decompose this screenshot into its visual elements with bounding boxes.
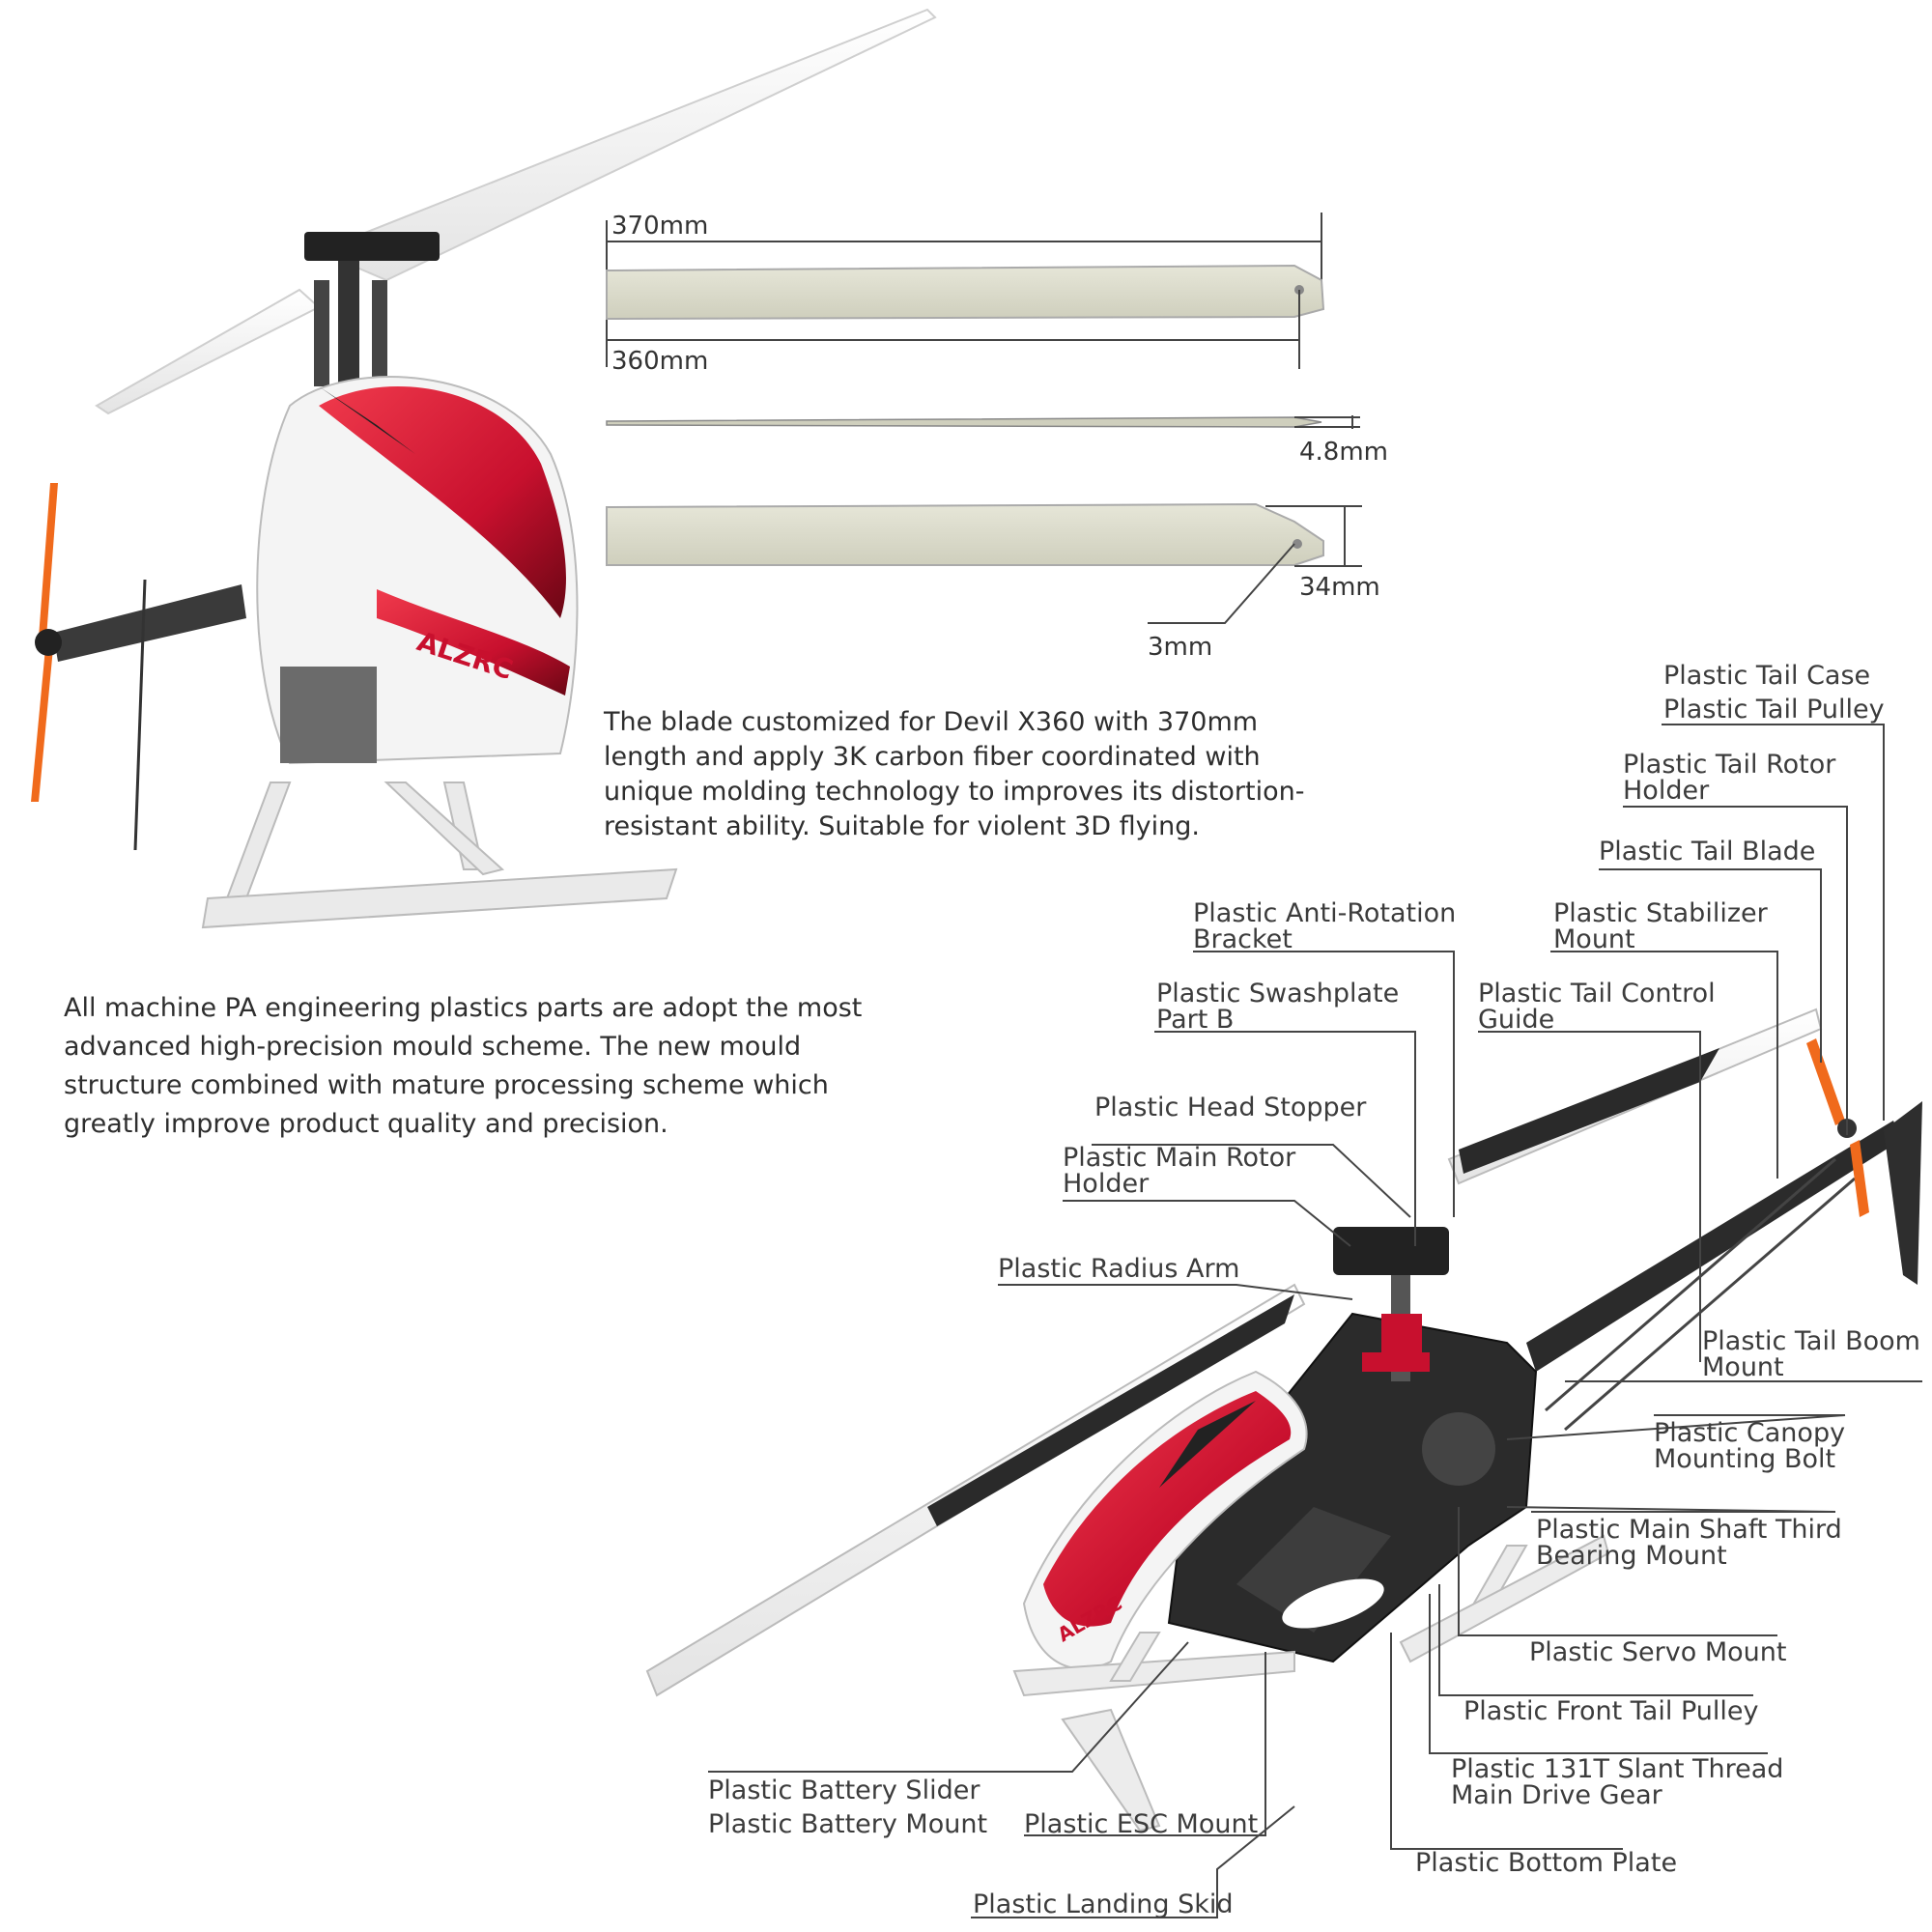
label-bottom-plate: Plastic Bottom Plate: [1415, 1848, 1678, 1878]
dim-4-8: 4.8mm: [1299, 438, 1388, 467]
tail-blade-orange: [1806, 1038, 1845, 1125]
label-head-stopper: Plastic Head Stopper: [1094, 1093, 1367, 1122]
blade-top-view: [606, 264, 1325, 321]
label-landing-skid: Plastic Landing Skid: [973, 1889, 1234, 1919]
label-radius-arm: Plastic Radius Arm: [998, 1254, 1240, 1284]
rotor-head: [304, 232, 440, 261]
tail-rotor-blade: [39, 483, 58, 638]
blade-description: The blade customized for Devil X360 with…: [604, 707, 1305, 841]
side-landing-skid: [1012, 1534, 1610, 1833]
dim-370: 370mm: [611, 212, 708, 241]
helicopter-front-view: ALZRC: [31, 8, 937, 929]
label-esc-mount: Plastic ESC Mount: [1024, 1809, 1259, 1839]
label-servo-mount: Plastic Servo Mount: [1529, 1637, 1787, 1667]
landing-skid-front-view: [201, 781, 678, 929]
label-front-tail-pulley: Plastic Front Tail Pulley: [1463, 1696, 1759, 1726]
main-blade-left: [95, 288, 321, 415]
blade-chord-view: [606, 502, 1324, 566]
leader-lines: [708, 724, 1922, 1918]
helicopter-side-view: ALZRC: [645, 1008, 1922, 1833]
label-tail-blade: Plastic Tail Blade: [1599, 837, 1816, 867]
blade-dimensions: 370mm 360mm 4.8mm 34mm 3mm: [606, 212, 1388, 662]
tail-boom: [53, 584, 246, 662]
dim-3: 3mm: [1148, 633, 1212, 662]
blade-edge-view: [606, 416, 1322, 428]
side-rotor-head: [1333, 1227, 1449, 1275]
dim-34: 34mm: [1299, 573, 1380, 602]
main-blade-right: [316, 8, 937, 282]
tail-fin: [1884, 1101, 1922, 1285]
dim-360: 360mm: [611, 347, 708, 376]
plastics-description: All machine PA engineering plastics part…: [64, 993, 863, 1139]
